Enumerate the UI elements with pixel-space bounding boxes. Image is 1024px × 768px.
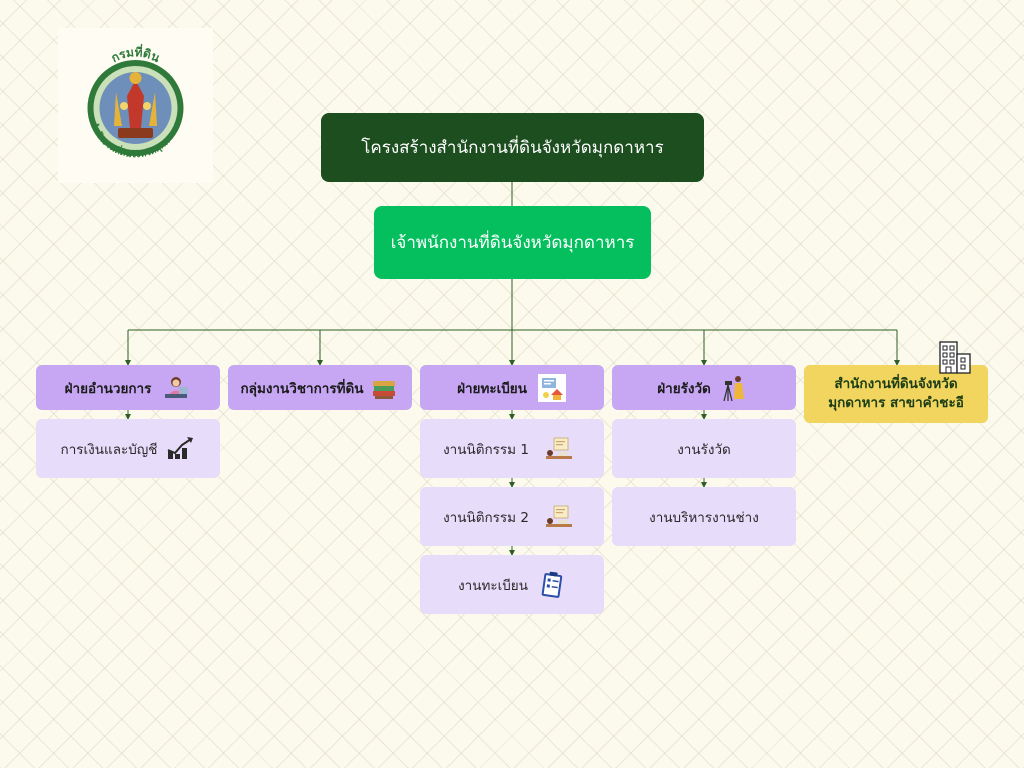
sub-juristic-act-2-label: งานนิติกรรม 2 (443, 509, 529, 526)
building-icon (939, 341, 971, 374)
sub-registration-work-label: งานทะเบียน (458, 577, 528, 594)
sub-finance-accounting-label: การเงินและบัญชี (60, 441, 158, 458)
finance-chart-icon (168, 436, 194, 459)
svg-text:กรมที่ดิน: กรมที่ดิน (109, 43, 163, 65)
logo-top-text: กรมที่ดิน (109, 43, 163, 65)
sub-engineering-management: งานบริหารงานช่าง (612, 487, 796, 546)
clipboard-icon (541, 571, 563, 598)
dept-registration: ฝ่ายทะเบียน (420, 365, 604, 410)
branch-office-line2: มุกดาหาร สาขาคำชะอี (828, 395, 964, 411)
sub-finance-accounting: การเงินและบัญชี (36, 419, 220, 478)
dept-administration-label: ฝ่ายอำนวยการ (64, 380, 152, 397)
house-document-icon (537, 373, 566, 402)
desk-worker-icon (545, 505, 572, 527)
dept-survey-label: ฝ่ายรังวัด (657, 380, 711, 397)
org-chart-title: โครงสร้างสำนักงานที่ดินจังหวัดมุกดาหาร (321, 113, 704, 182)
dept-registration-label: ฝ่ายทะเบียน (457, 380, 527, 397)
land-department-seal-icon: กรมที่ดิน สำนักงานที่ดินจังหวัดมุกดาหาร (87, 43, 184, 160)
land-department-logo: กรมที่ดิน สำนักงานที่ดินจังหวัดมุกดาหาร (58, 28, 213, 183)
sub-survey-work-label: งานรังวัด (677, 441, 731, 458)
sub-juristic-act-1-label: งานนิติกรรม 1 (443, 441, 529, 458)
sub-engineering-management-label: งานบริหารงานช่าง (649, 509, 759, 526)
dept-administration: ฝ่ายอำนวยการ (36, 365, 220, 410)
dept-land-academic-group: กลุ่มงานวิชาการที่ดิน (228, 365, 412, 410)
dept-survey: ฝ่ายรังวัด (612, 365, 796, 410)
sub-registration-work: งานทะเบียน (420, 555, 604, 614)
desk-worker-icon (545, 437, 572, 459)
branch-office-khamcha-i: สำนักงานที่ดินจังหวัด มุกดาหาร สาขาคำชะอ… (804, 365, 988, 423)
dept-land-academic-label: กลุ่มงานวิชาการที่ดิน (240, 380, 364, 397)
sub-juristic-act-1: งานนิติกรรม 1 (420, 419, 604, 478)
sub-survey-work: งานรังวัด (612, 419, 796, 478)
chief-officer-box: เจ้าพนักงานที่ดินจังหวัดมุกดาหาร (374, 206, 651, 279)
surveyor-icon (723, 375, 744, 401)
branch-office-line1: สำนักงานที่ดินจังหวัด (834, 376, 958, 392)
sub-juristic-act-2: งานนิติกรรม 2 (420, 487, 604, 546)
books-icon (373, 380, 396, 399)
office-worker-icon (165, 376, 189, 398)
